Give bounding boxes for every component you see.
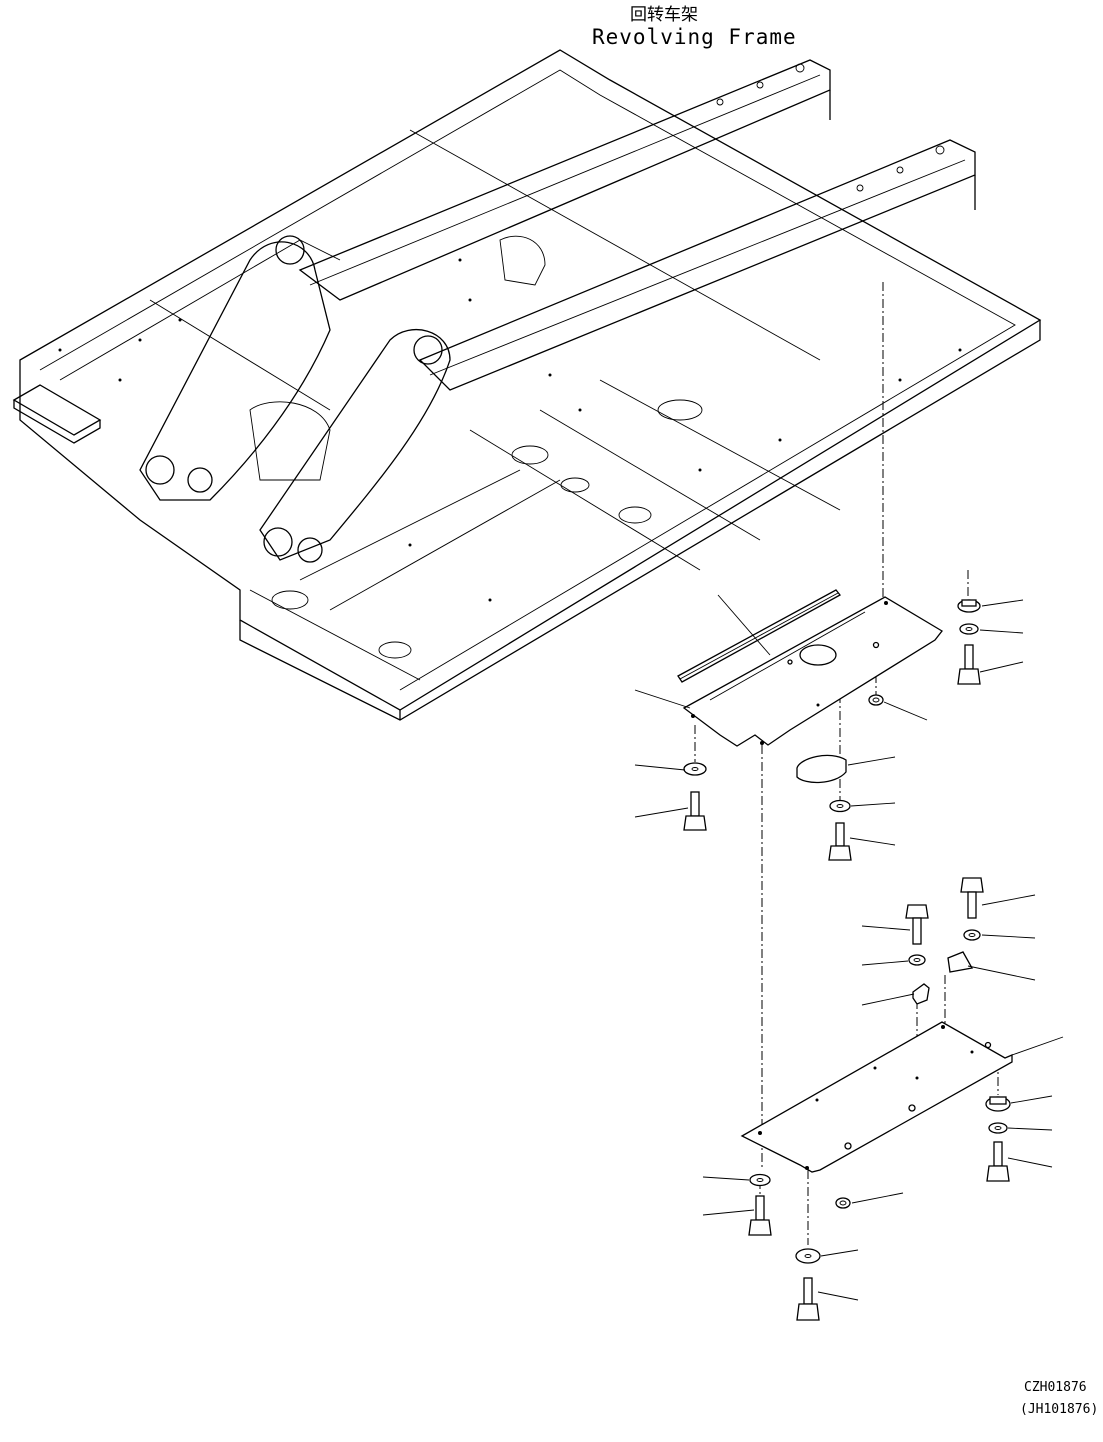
washer	[908, 954, 926, 966]
drawing-code-primary: CZH01876	[1024, 1380, 1087, 1395]
bolt	[986, 1141, 1010, 1182]
clip-nut	[835, 1197, 851, 1209]
washer	[795, 1248, 821, 1264]
bolt	[796, 1277, 820, 1321]
flange-nut	[957, 599, 981, 613]
lower-cover-plate	[740, 1021, 1013, 1173]
bracket	[947, 951, 974, 973]
bolt	[957, 644, 981, 685]
revolving-frame	[12, 49, 1042, 721]
bracket	[912, 983, 930, 1005]
washer	[959, 623, 979, 635]
bolt	[748, 1195, 772, 1236]
title-chinese: 回转车架	[630, 5, 698, 25]
title-english: Revolving Frame	[592, 25, 797, 49]
upper-cover-plate	[682, 596, 943, 747]
bolt	[828, 822, 852, 861]
leader-lines	[634, 594, 1064, 1301]
flange-nut	[985, 1096, 1011, 1112]
bolt	[683, 791, 707, 831]
bolt	[905, 904, 929, 945]
washer	[749, 1173, 771, 1187]
drawing-code-secondary: (JH101876)	[1020, 1402, 1099, 1417]
bolt	[960, 877, 984, 919]
washer	[829, 799, 851, 813]
washer	[988, 1122, 1008, 1134]
washer	[963, 929, 981, 941]
seal-strip	[677, 589, 841, 683]
clip-nut	[868, 694, 884, 706]
washer	[683, 762, 707, 776]
upper-cover-assembly	[677, 589, 981, 861]
lower-cover-assembly	[740, 877, 1013, 1321]
round-cover	[796, 754, 847, 784]
